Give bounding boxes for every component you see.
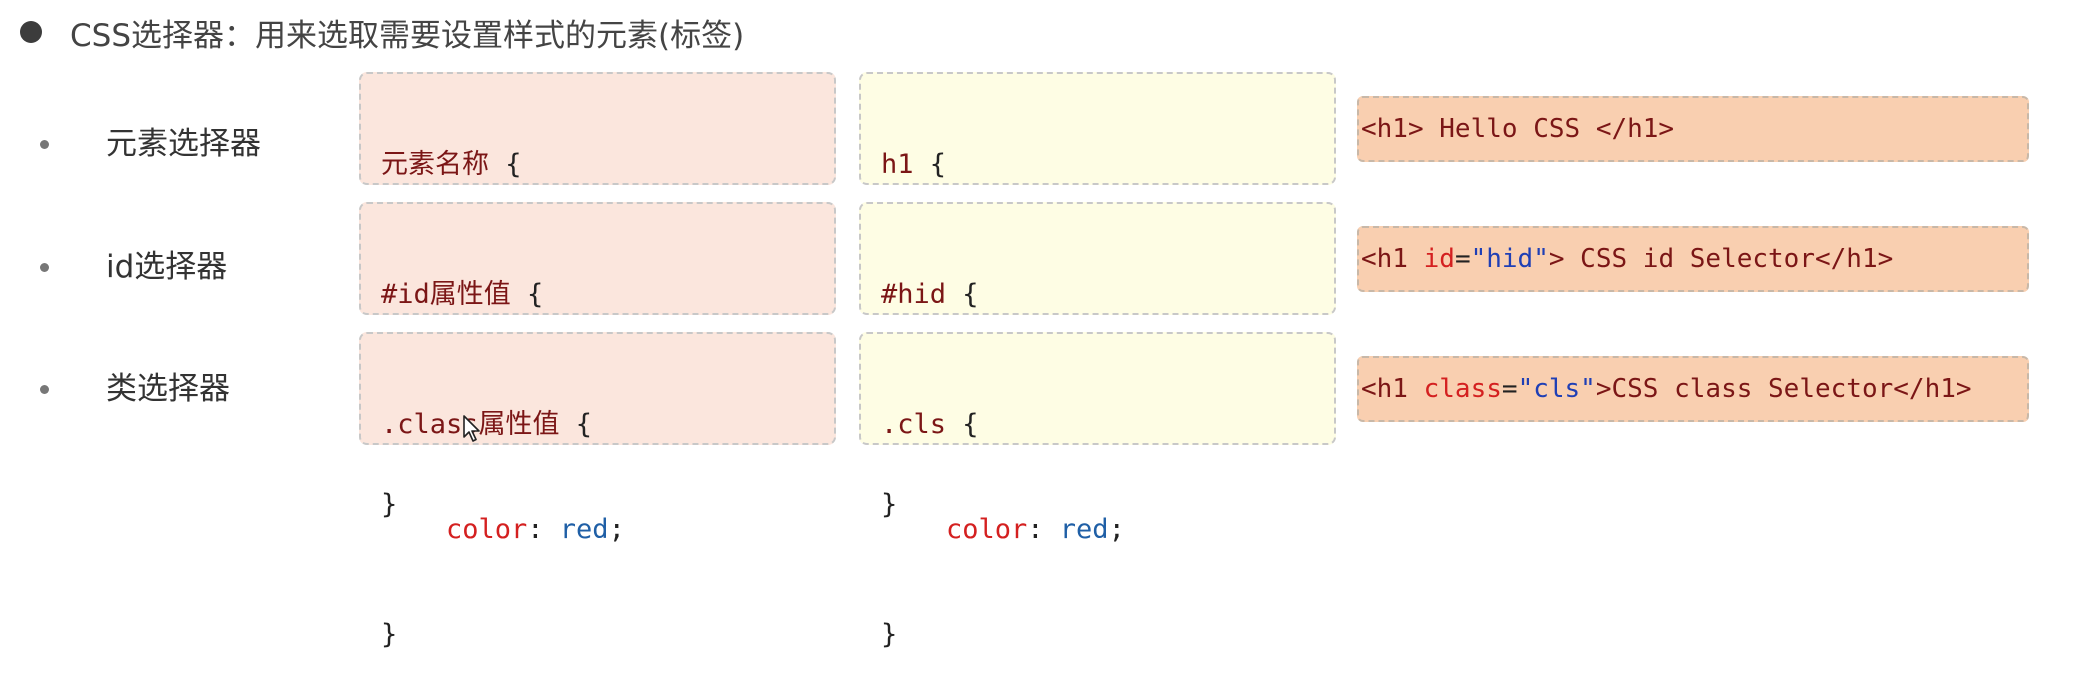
row-label-id-selector: id选择器 (106, 249, 228, 285)
code-close-brace: } (381, 619, 398, 650)
html-close-tag: </h1> (1595, 114, 1675, 144)
html-text: Hello CSS (1423, 114, 1596, 144)
code-colon: : (527, 514, 560, 545)
generic-syntax-class-selector: .class属性值 { color: red; } (359, 332, 836, 650)
example-code-element-selector: h1 { color: red; } (859, 72, 1336, 390)
row-bullet-icon (40, 263, 49, 272)
html-example-class-selector: <h1 class="cls">CSS class Selector</h1> (1357, 356, 2029, 422)
html-close-tag: </h1> (1814, 244, 1894, 274)
html-attr-eq: = (1501, 374, 1518, 404)
code-property: color (446, 514, 528, 545)
html-attr-value: "hid" (1470, 244, 1549, 274)
row-label-element-selector: 元素选择器 (106, 126, 261, 162)
html-attr-eq: = (1454, 244, 1471, 274)
html-open-tag-end: > (1548, 244, 1565, 274)
html-open-tag: <h1 (1361, 374, 1424, 404)
mouse-pointer-icon (463, 415, 480, 442)
example-code-class-selector: .cls { color: red; } (859, 332, 1336, 650)
html-attr-value: "cls" (1517, 374, 1596, 404)
code-open-brace: { (913, 149, 947, 180)
code-open-brace: { (946, 279, 979, 310)
code-semicolon: ; (1108, 514, 1125, 545)
code-value: red (1059, 514, 1109, 545)
html-open-tag-end: > (1595, 374, 1612, 404)
code-selector: #id属性值 (381, 279, 511, 310)
html-text: CSS class Selector (1611, 374, 1894, 404)
generic-syntax-id-selector: #id属性值 { color: red; } (359, 202, 836, 520)
html-text: CSS id Selector (1564, 244, 1815, 274)
code-close-brace: } (881, 619, 898, 650)
html-example-id-selector: <h1 id="hid"> CSS id Selector</h1> (1357, 226, 2029, 292)
example-code-id-selector: #hid { color: red; } (859, 202, 1336, 520)
row-label-class-selector: 类选择器 (106, 371, 230, 407)
row-bullet-icon (40, 140, 49, 149)
html-close-tag: </h1> (1893, 374, 1972, 404)
html-example-element-selector: <h1> Hello CSS </h1> (1357, 96, 2029, 162)
html-open-tag: <h1> (1361, 114, 1424, 144)
code-property: color (946, 514, 1028, 545)
code-open-brace: { (559, 409, 593, 440)
code-open-brace: { (946, 409, 979, 440)
code-open-brace: { (489, 149, 522, 180)
page-heading: CSS选择器：用来选取需要设置样式的元素(标签) (20, 8, 744, 56)
code-open-brace: { (510, 279, 544, 310)
code-semicolon: ; (608, 514, 625, 545)
code-colon: : (1027, 514, 1060, 545)
heading-bullet-icon (20, 21, 42, 43)
generic-syntax-element-selector: 元素名称 { color: red; } (359, 72, 836, 390)
html-attr-name: class (1423, 374, 1502, 404)
code-selector: 元素名称 (381, 149, 489, 180)
html-open-tag: <h1 (1361, 244, 1424, 274)
code-selector: .cls (881, 409, 947, 440)
heading-text: CSS选择器：用来选取需要设置样式的元素(标签) (70, 17, 745, 54)
row-bullet-icon (40, 385, 49, 394)
html-attr-name: id (1423, 244, 1455, 274)
code-value: red (559, 514, 609, 545)
code-selector: h1 (881, 149, 914, 180)
code-selector: #hid (881, 279, 947, 310)
